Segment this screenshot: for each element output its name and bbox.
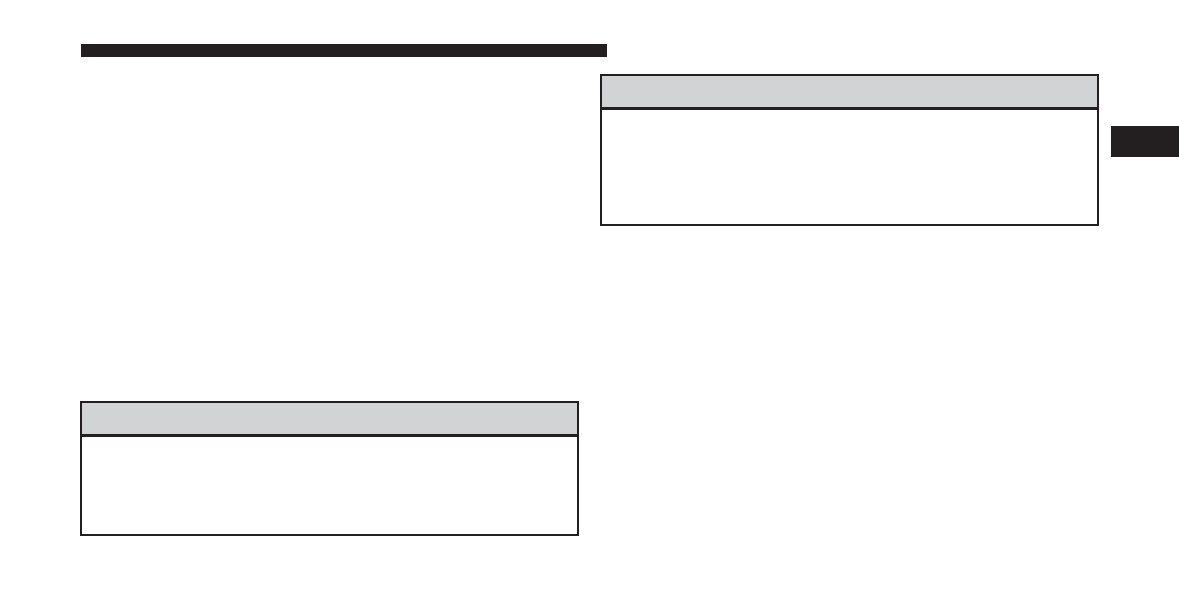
notice-header bbox=[82, 403, 577, 437]
notice-box-upper-right bbox=[600, 74, 1099, 226]
top-header-rule bbox=[81, 44, 607, 57]
section-thumb-tab bbox=[1111, 126, 1179, 157]
notice-header bbox=[602, 76, 1097, 110]
notice-box-lower-left bbox=[80, 401, 579, 536]
notice-body bbox=[602, 110, 1097, 130]
notice-body bbox=[82, 437, 577, 457]
